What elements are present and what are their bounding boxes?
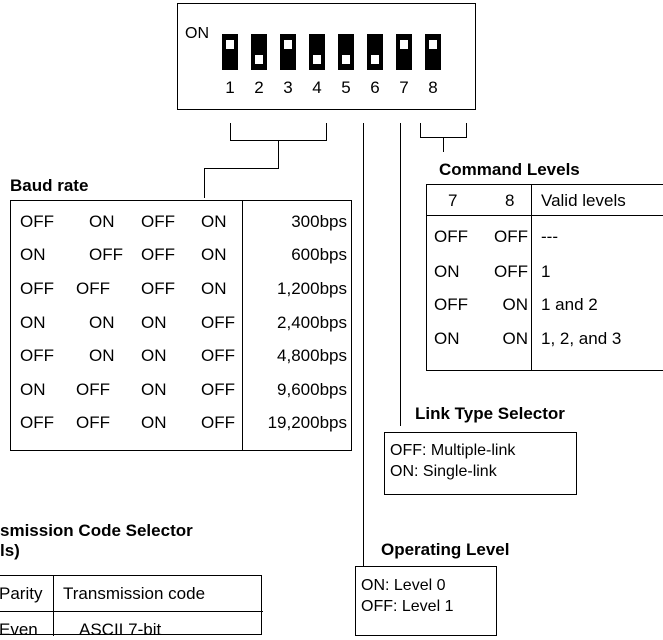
baud-rate-title: Baud rate	[10, 176, 89, 195]
operating-level-line: OFF: Level 1	[361, 598, 454, 615]
dip-switch-number: 5	[341, 78, 351, 97]
dip-switch-number: 3	[283, 78, 293, 97]
dip-switch-number: 8	[428, 78, 438, 97]
transmission-header-parity: Parity	[0, 584, 43, 603]
link-type-line: ON: Single-link	[390, 463, 497, 480]
operating-level-box: ON: Level 0 OFF: Level 1	[355, 566, 497, 636]
dip-switch-number: 2	[254, 78, 264, 97]
transmission-table: Parity Transmission code Even ASCII 7-bi…	[0, 575, 263, 639]
link-type-line: OFF: Multiple-link	[390, 442, 516, 459]
transmission-header-code: Transmission code	[63, 584, 206, 603]
transmission-title-continued: ls)	[0, 541, 20, 560]
dip-switch-number: 7	[399, 78, 409, 97]
transmission-cell-code: ASCII 7-bit	[79, 620, 162, 639]
dip-switch-number: 4	[312, 78, 322, 97]
operating-level-title: Operating Level	[381, 540, 510, 559]
link-type-title: Link Type Selector	[415, 404, 565, 423]
dip-switch-number: 1	[225, 78, 235, 97]
link-type-box: OFF: Multiple-link ON: Single-link	[384, 432, 577, 495]
dip-on-label: ON	[185, 25, 209, 42]
command-levels-title: Command Levels	[439, 160, 580, 179]
transmission-cell-parity: Even	[0, 620, 38, 639]
transmission-title: smission Code Selector	[0, 521, 193, 540]
operating-level-line: ON: Level 0	[361, 577, 446, 594]
dip-switch: ON 1 2 3 4 5 6 7 8	[177, 3, 476, 110]
dip-switch-number: 6	[370, 78, 380, 97]
